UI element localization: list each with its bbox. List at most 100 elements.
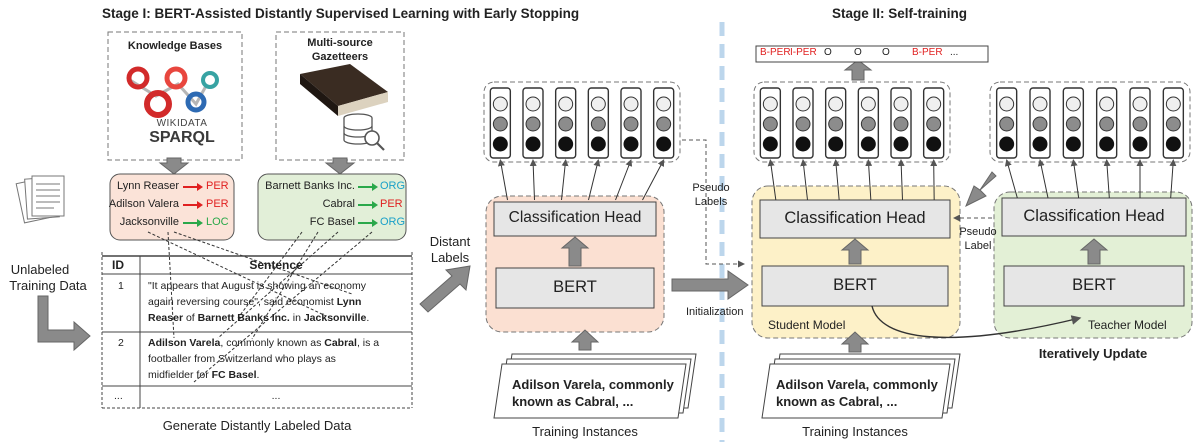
- head-to-token-arrow: [832, 159, 840, 201]
- gaz-entity-name: Cabral: [322, 198, 355, 210]
- head-to-token-arrow: [865, 159, 873, 201]
- neuron-circle: [860, 116, 876, 132]
- neuron-circle: [999, 136, 1015, 152]
- sentence-text: .: [366, 312, 370, 324]
- head-to-token-arrow: [615, 159, 633, 201]
- student-classification-head-label: Classification Head: [784, 209, 926, 227]
- unlabeled-to-table-arrow: [37, 295, 91, 352]
- sentence-text: .: [256, 369, 260, 381]
- pseudo-label-line1: Pseudo: [959, 226, 997, 238]
- instance-line1: Adilson Varela, commonly: [512, 377, 674, 392]
- distant-label-table: [101, 252, 413, 409]
- pseudo-labels-dashed-arrow: [682, 139, 745, 268]
- teacher-classification-head-label: Classification Head: [1023, 207, 1165, 225]
- table-row-2-id: 2: [118, 337, 124, 349]
- neuron-circle: [1099, 96, 1115, 112]
- instance-text-1: Adilson Varela, commonly known as Cabral…: [512, 376, 674, 410]
- neuron-circle: [1165, 136, 1181, 152]
- sparql-wordmark: SPARQL: [149, 129, 215, 146]
- student-output-panel: [753, 81, 951, 163]
- neuron-circle: [828, 96, 844, 112]
- kb-entity-tag: PER: [206, 180, 229, 192]
- neuron-circle: [795, 96, 811, 112]
- kb-entity-name: Adilson Valera: [108, 198, 179, 210]
- table-row-2-line2: footballer from Switzerland who plays as: [148, 353, 336, 365]
- pseudo-tag: B-PER: [912, 47, 943, 58]
- initialization-label: Initialization: [686, 306, 744, 318]
- pseudo-tag: O: [882, 47, 890, 58]
- head-to-token-arrow: [642, 159, 665, 201]
- stage1-classification-head-label: Classification Head: [508, 209, 642, 226]
- neuron-circle: [525, 136, 541, 152]
- neuron-circle: [999, 116, 1015, 132]
- table-row-1-line3: Reaser of Barnett Banks Inc. in Jacksonv…: [148, 311, 369, 326]
- sentence-text: , commonly known as: [220, 337, 325, 349]
- neuron-circle: [590, 96, 606, 112]
- unlabeled-label-line2: Training Data: [9, 278, 87, 293]
- table-row-3-id: ...: [114, 390, 123, 402]
- gazetteers-title-line2: Gazetteers: [311, 51, 369, 63]
- stage1-input-arrow: [570, 329, 600, 351]
- distant-labels-line2: Labels: [430, 250, 470, 265]
- teacher-bert-label: BERT: [1072, 276, 1116, 294]
- student-bert-to-head-arrow: [840, 238, 870, 265]
- table-row-1-line1: "It appears that August is showing an ec…: [148, 280, 366, 292]
- database-search-icon: [343, 113, 385, 151]
- wikidata-logo-icon: [126, 66, 219, 118]
- neuron-circle: [762, 96, 778, 112]
- neuron-circle: [1032, 96, 1048, 112]
- pseudo-labels-line1: Pseudo: [692, 182, 730, 194]
- sentence-text: midfielder for: [148, 369, 212, 381]
- neuron-circle: [656, 96, 672, 112]
- stage1-classification-head: [493, 201, 657, 237]
- neuron-circle: [860, 136, 876, 152]
- pseudo-label-line2: Label: [964, 240, 992, 252]
- training-instances-stack-2: [761, 353, 961, 419]
- neuron-circle: [893, 116, 909, 132]
- table-header-sentence: Sentence: [249, 258, 303, 272]
- head-to-token-arrow: [897, 159, 905, 201]
- gaz-entity-tag: ORG: [380, 180, 406, 192]
- neuron-circle: [795, 116, 811, 132]
- head-to-token-arrow: [1037, 159, 1049, 199]
- teacher-model-label: Teacher Model: [1088, 318, 1167, 332]
- neuron-circle: [893, 96, 909, 112]
- unlabeled-label-line1: Unlabeled: [10, 262, 70, 277]
- neuron-circle: [1132, 136, 1148, 152]
- entity-mention: Lynn: [336, 296, 362, 308]
- training-instances-caption-2: Training Instances: [802, 424, 908, 439]
- entity-mention: Barnett Banks Inc.: [197, 312, 290, 324]
- table-row-1-id: 1: [118, 280, 124, 292]
- distant-labels-line1: Distant: [429, 234, 471, 249]
- neuron-circle: [1099, 116, 1115, 132]
- head-to-token-arrow: [497, 159, 508, 201]
- table-row-2-line1: Adilson Varela, commonly known as Cabral…: [148, 336, 379, 351]
- neuron-circle: [1065, 116, 1081, 132]
- head-to-token-arrow: [588, 159, 601, 201]
- sentence-text: , is a: [356, 337, 380, 349]
- distant-labels-arrow: [419, 265, 471, 313]
- stage2-input-arrow: [840, 331, 870, 353]
- teacher-output-panel: [989, 81, 1191, 163]
- table-row-1-line2: again reversing course", said economist …: [148, 295, 361, 310]
- neuron-circle: [762, 116, 778, 132]
- output-to-sequence-arrow: [843, 59, 873, 81]
- pseudo-labels-line2: Labels: [694, 196, 728, 208]
- neuron-circle: [795, 136, 811, 152]
- neuron-circle: [828, 116, 844, 132]
- kb-matches-box: [109, 173, 235, 241]
- neuron-circle: [1099, 136, 1115, 152]
- teacher-bert: [1003, 265, 1185, 307]
- documents-icon: [15, 175, 65, 224]
- neuron-circle: [525, 96, 541, 112]
- head-to-token-arrow: [1169, 159, 1177, 199]
- generate-caption: Generate Distantly Labeled Data: [162, 418, 352, 433]
- head-to-token-arrow: [1103, 159, 1111, 199]
- gazetteers-title-line1: Multi-source: [307, 37, 373, 49]
- gaz-entity-name: Barnett Banks Inc.: [265, 180, 355, 192]
- neuron-circle: [525, 116, 541, 132]
- neuron-circle: [860, 96, 876, 112]
- teacher-to-student-arrow: [965, 171, 997, 208]
- student-bert-label: BERT: [833, 276, 877, 294]
